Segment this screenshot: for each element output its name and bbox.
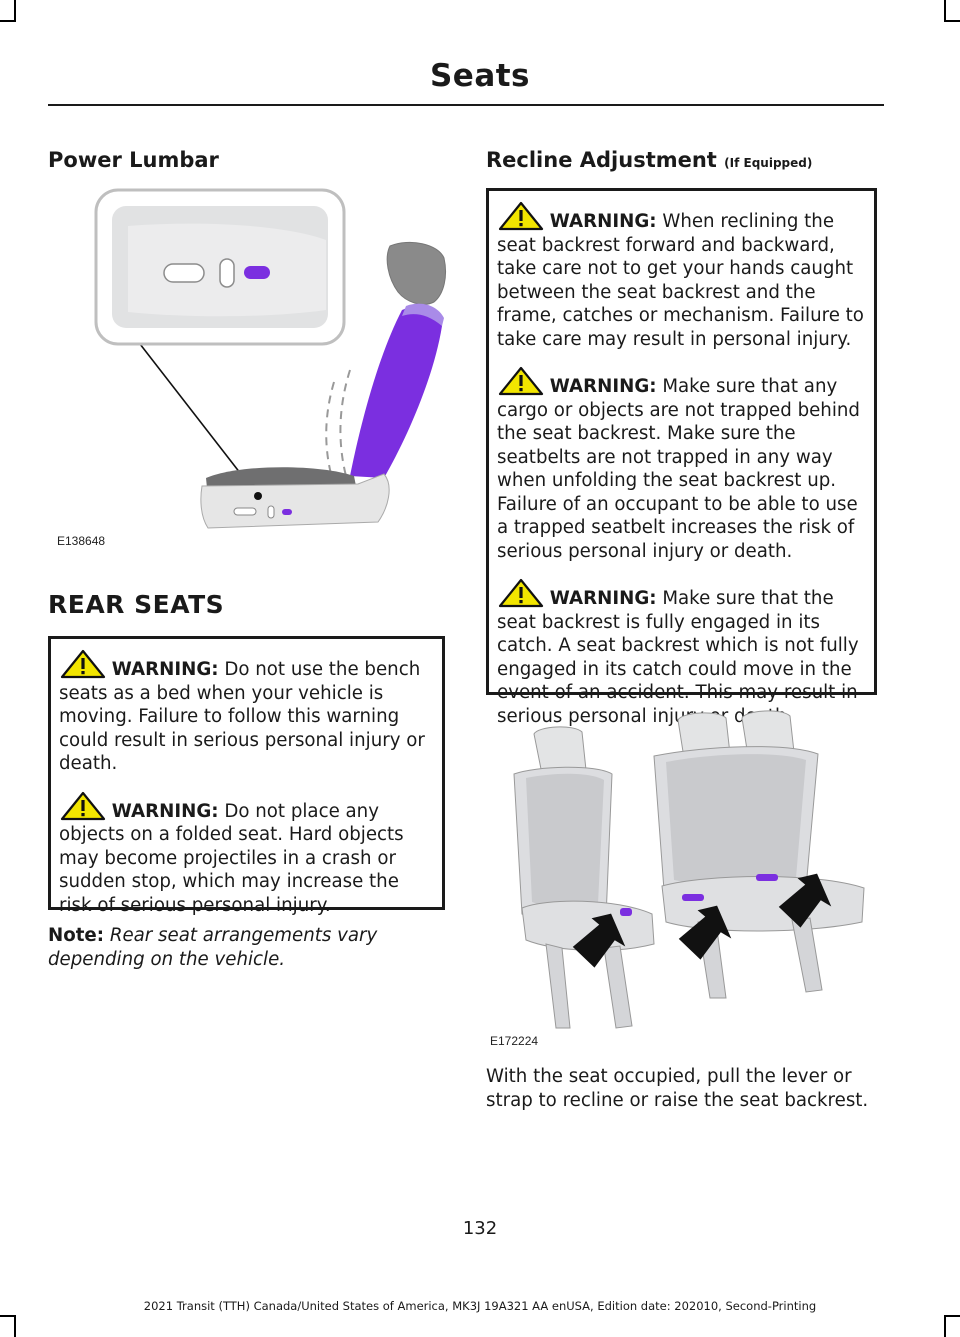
recline-heading: Recline Adjustment (If Equipped): [486, 148, 812, 172]
warning-label: WARNING:: [111, 659, 219, 680]
warning-label: WARNING:: [549, 211, 657, 232]
recline-heading-suffix: (If Equipped): [724, 156, 813, 170]
warning-triangle-icon: [498, 201, 544, 231]
warning-triangle-icon: [60, 649, 106, 679]
warning-text: Make sure that any cargo or objects are …: [497, 376, 860, 562]
rear-seats-figure: E172224: [486, 708, 878, 1053]
rear-seats-heading: REAR SEATS: [48, 590, 225, 619]
crop-mark: [944, 0, 946, 22]
power-lumbar-figure: E138648: [57, 186, 448, 548]
warning-label: WARNING:: [111, 800, 219, 822]
crop-mark: [944, 20, 960, 22]
figure-id-label: E172224: [490, 1034, 539, 1048]
page-footer: 2021 Transit (TTH) Canada/United States …: [143, 1299, 817, 1313]
page-number: 132: [462, 1218, 498, 1239]
warning-item: WARNING: Do not place any objects on a f…: [59, 791, 434, 918]
crop-mark: [0, 20, 16, 22]
page-title: Seats: [429, 58, 531, 94]
crop-mark: [944, 1315, 946, 1337]
header-divider: [48, 104, 884, 106]
note-label: Note:: [48, 925, 105, 946]
rear-seats-warning-box: WARNING: Do not use the bench seats as a…: [48, 636, 445, 916]
crop-mark: [14, 1315, 16, 1337]
warning-text: Do not place any objects on a folded sea…: [59, 800, 404, 916]
warning-text: When reclining the seat backrest forward…: [497, 211, 864, 350]
warning-text: Make sure that the seat backrest is full…: [497, 588, 859, 727]
recline-warning-box: WARNING: When reclining the seat backres…: [486, 188, 877, 727]
recline-instructions: With the seat occupied, pull the lever o…: [486, 1066, 869, 1111]
warning-text: Do not use the bench seats as a bed when…: [59, 659, 425, 774]
crop-mark: [944, 1315, 960, 1317]
warning-triangle-icon: [60, 791, 106, 820]
warning-triangle-icon: [498, 366, 544, 396]
warning-item: WARNING: Make sure that the seat backres…: [497, 578, 866, 728]
note-text: Rear seat arrangements vary depending on…: [48, 925, 378, 970]
warning-label: WARNING:: [549, 376, 657, 397]
rear-seats-note: Note: Rear seat arrangements vary depend…: [48, 924, 443, 971]
crop-mark: [0, 1315, 16, 1317]
warning-label: WARNING:: [549, 588, 657, 609]
warning-item: WARNING: When reclining the seat backres…: [497, 201, 866, 351]
crop-mark: [14, 0, 16, 22]
figure-id-label: E138648: [57, 534, 106, 548]
recline-heading-text: Recline Adjustment: [486, 148, 717, 172]
warning-item: WARNING: Make sure that any cargo or obj…: [497, 366, 866, 563]
power-lumbar-heading: Power Lumbar: [48, 148, 219, 172]
warning-triangle-icon: [498, 578, 544, 608]
warning-item: WARNING: Do not use the bench seats as a…: [59, 649, 434, 776]
